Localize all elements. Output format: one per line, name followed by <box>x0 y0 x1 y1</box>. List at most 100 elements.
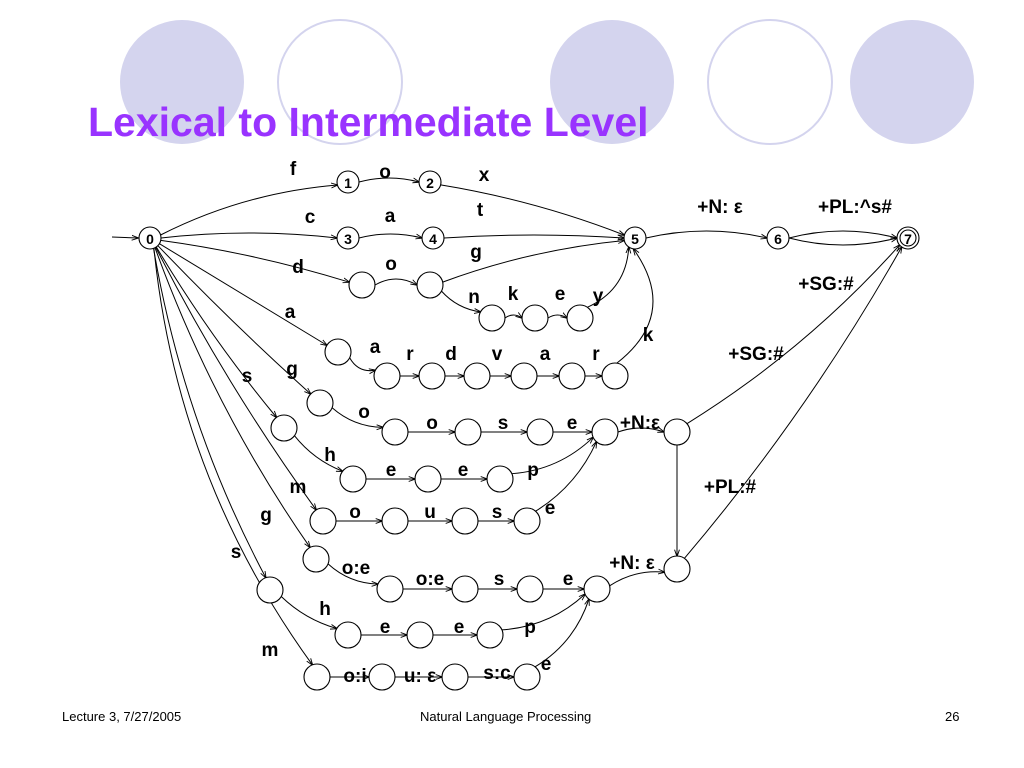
transition-arrow <box>160 239 350 282</box>
transition-arrow <box>155 246 276 417</box>
footer-page-number: 26 <box>945 709 960 724</box>
state-label: 6 <box>774 231 782 247</box>
transition-label: o <box>379 162 391 183</box>
state-node <box>486 465 514 493</box>
state-node <box>454 418 482 446</box>
transition-label: e <box>555 284 566 305</box>
transition-arrow <box>501 594 585 631</box>
state-label: 0 <box>146 231 154 247</box>
state-node <box>381 507 409 535</box>
transition-arrow <box>160 185 338 236</box>
transition-label: e <box>563 569 574 590</box>
state-node <box>303 663 331 691</box>
state-node <box>302 545 330 573</box>
transition-label: p <box>524 617 536 638</box>
transition-label: s <box>492 502 503 523</box>
transition-label: k <box>643 325 654 346</box>
transition-label: +N: ε <box>697 197 742 218</box>
transition-label: +PL:^s# <box>818 197 892 218</box>
state-node <box>583 575 611 603</box>
transition-label: y <box>593 286 604 307</box>
transition-label: +SG:# <box>728 344 784 365</box>
footer-lecture-date: Lecture 3, 7/27/2005 <box>62 709 182 724</box>
transition-label: g <box>470 242 482 263</box>
state-node <box>306 389 334 417</box>
transition-label: u <box>424 502 436 523</box>
transition-label: m <box>290 477 307 498</box>
state-node <box>516 575 544 603</box>
transition-arrow <box>511 437 593 475</box>
transition-arrow <box>609 572 665 587</box>
decoration-circle <box>120 20 244 144</box>
transition-arrow <box>294 435 342 472</box>
state-node <box>510 362 538 390</box>
transition-label: s <box>231 542 242 563</box>
transition-label: e <box>454 617 465 638</box>
state-node <box>513 507 541 535</box>
transition-label: t <box>477 200 484 221</box>
transition-arrow <box>159 243 326 346</box>
transition-arrow <box>684 247 901 559</box>
state-node <box>601 362 629 390</box>
state-node <box>591 418 619 446</box>
transition-arrow <box>645 230 767 238</box>
transition-arrow <box>160 232 337 238</box>
transition-arrow <box>547 315 567 318</box>
state-node <box>256 576 284 604</box>
transition-label: a <box>385 206 396 227</box>
transition-arrow <box>440 184 625 235</box>
transition-arrow <box>153 248 312 665</box>
state-label: 2 <box>426 175 434 191</box>
transition-label: e <box>545 498 556 519</box>
transition-label: s:c <box>483 663 511 684</box>
state-node <box>418 170 442 194</box>
transition-arrow <box>374 278 417 285</box>
transition-label: f <box>290 159 297 180</box>
state-node <box>463 362 491 390</box>
transition-label: u: ε <box>404 666 436 687</box>
state-node <box>336 226 360 250</box>
transition-label: s <box>494 569 505 590</box>
state-label: 7 <box>904 231 912 247</box>
transition-arrow <box>442 240 625 283</box>
transition-label: e <box>541 654 552 675</box>
state-node <box>441 663 469 691</box>
transition-label: +N:ε <box>620 413 660 434</box>
transition-arrow <box>686 245 900 425</box>
state-label: 3 <box>344 231 352 247</box>
final-state-inner-ring <box>899 229 917 247</box>
transition-label: a <box>285 302 296 323</box>
transition-label: x <box>479 165 490 186</box>
transition-label: s <box>242 366 253 387</box>
state-node <box>766 226 790 250</box>
transition-label: a <box>540 344 551 365</box>
transition-label: +SG:# <box>798 274 854 295</box>
transition-label: k <box>508 284 519 305</box>
state-node <box>566 304 594 332</box>
state-node <box>451 575 479 603</box>
state-node <box>336 170 360 194</box>
state-node <box>663 555 691 583</box>
transition-label: a <box>370 337 381 358</box>
transition-label: e <box>386 460 397 481</box>
state-label: 1 <box>344 175 352 191</box>
transition-label: r <box>592 344 600 365</box>
transition-arrow <box>280 596 336 628</box>
state-node <box>623 226 647 250</box>
transition-label: o:i <box>343 666 366 687</box>
transition-arrow <box>587 247 628 308</box>
transition-label: r <box>406 344 414 365</box>
transition-label: v <box>492 344 503 365</box>
decoration-circle <box>707 19 833 145</box>
transition-arrow <box>349 357 376 371</box>
transition-arrow <box>441 290 480 312</box>
state-node <box>414 465 442 493</box>
state-node <box>138 226 162 250</box>
state-node <box>418 362 446 390</box>
transition-arrow <box>358 233 422 238</box>
transition-label: d <box>445 344 457 365</box>
state-node <box>476 621 504 649</box>
transition-arrow <box>535 442 597 512</box>
transition-label: s <box>498 413 509 434</box>
